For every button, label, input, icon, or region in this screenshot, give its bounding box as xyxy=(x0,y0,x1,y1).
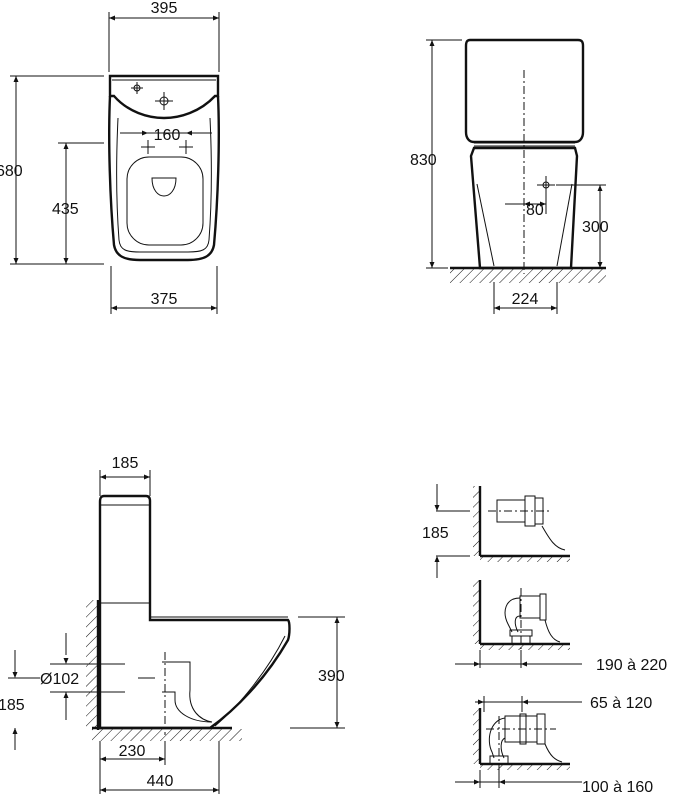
tank-front-outline xyxy=(464,38,585,144)
dim-foot-width: 224 xyxy=(512,291,539,308)
dim-outlet-distance: 230 xyxy=(119,743,146,760)
dim-bowl-height: 390 xyxy=(318,668,345,685)
dim-inlet-height: 185 xyxy=(0,697,25,714)
bowl-top-outline xyxy=(108,95,220,262)
tank-side-outline xyxy=(104,494,152,610)
dim-outlet-offset: 80 xyxy=(526,202,544,219)
dim-total-length: 440 xyxy=(147,773,174,790)
side-view: 185 Ø102 185 xyxy=(0,455,345,794)
detail-wall-outlet: 185 xyxy=(422,484,570,578)
top-view: 395 160 680 xyxy=(0,0,220,314)
detail-floor-outlet: 190 à 220 xyxy=(455,580,667,674)
front-view: 830 80 300 224 xyxy=(410,38,609,314)
bowl-side-outline xyxy=(98,610,291,730)
dim-top-width: 395 xyxy=(151,0,178,17)
fixing-hole-left xyxy=(131,82,143,94)
dim-tank-depth: 185 xyxy=(112,455,139,472)
range-floor: 190 à 220 xyxy=(596,657,667,674)
range-rear: 100 à 160 xyxy=(582,779,653,796)
dim-outlet-height: 300 xyxy=(582,219,609,236)
dim-top-depth: 680 xyxy=(0,163,23,180)
dim-seat-depth: 435 xyxy=(52,201,79,218)
dim-wall-outlet-height: 185 xyxy=(422,525,449,542)
dim-base-width: 375 xyxy=(151,291,178,308)
dim-holes-spacing: 160 xyxy=(154,127,181,144)
seat-outline xyxy=(126,156,204,246)
range-wall: 65 à 120 xyxy=(590,695,652,712)
fixing-hole-center xyxy=(155,92,173,110)
tank-top-outline xyxy=(108,74,220,120)
detail-rear-outlet: 65 à 120 100 à 160 xyxy=(455,695,653,796)
dim-outlet-diameter: Ø102 xyxy=(40,671,79,688)
connection-details: 185 190 à 220 xyxy=(422,484,667,796)
dim-total-height: 830 xyxy=(410,152,437,169)
